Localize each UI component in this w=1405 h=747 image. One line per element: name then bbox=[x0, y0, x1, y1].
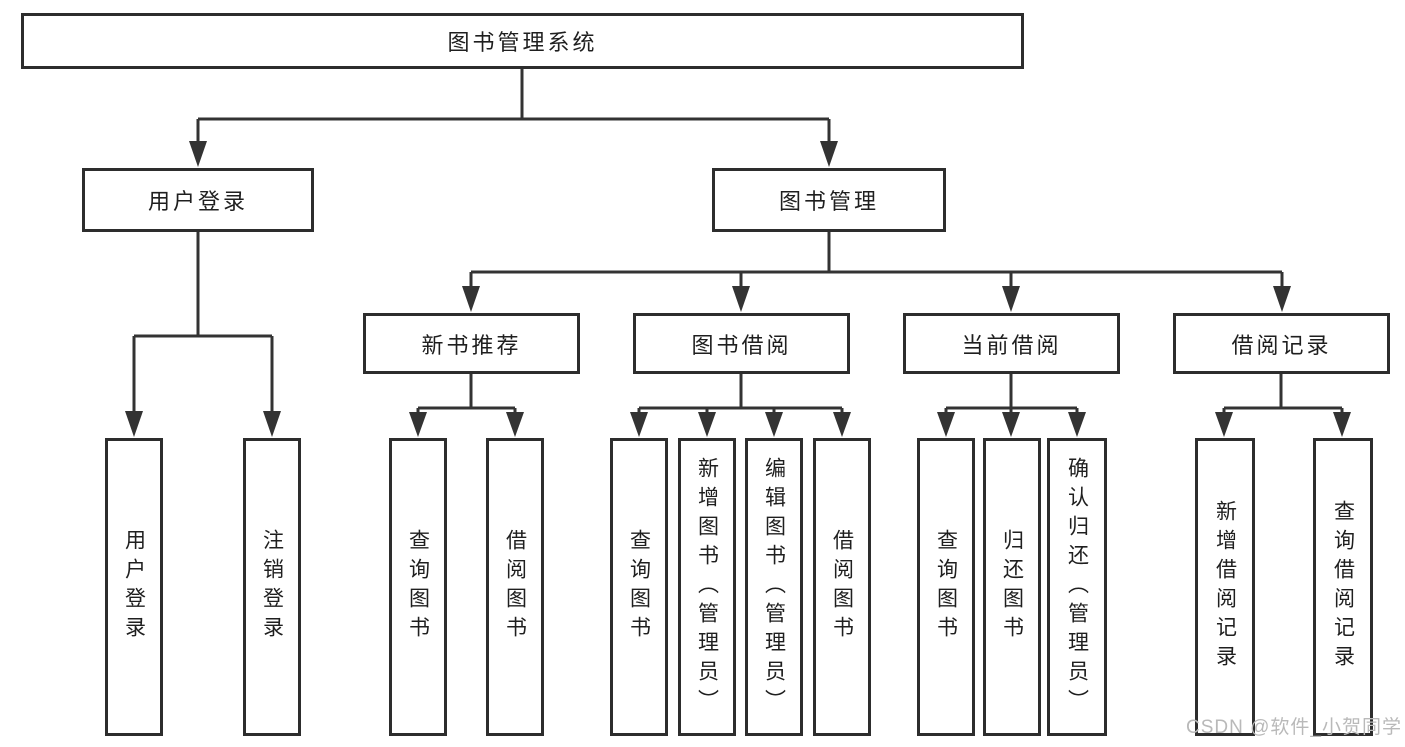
node-book-borrow: 图书借阅 bbox=[633, 313, 850, 374]
connector-root bbox=[196, 68, 831, 143]
leaf-borrow-edit-books-admin: 编辑图书（管理员） bbox=[745, 438, 803, 736]
node-user-login-label: 用户登录 bbox=[147, 189, 248, 214]
leaf-current-confirm-return-admin: 确认归还（管理员） bbox=[1047, 438, 1107, 736]
arrow-icon bbox=[630, 412, 648, 437]
node-borrow-records-label: 借阅记录 bbox=[1231, 332, 1332, 358]
arrow-icon bbox=[937, 412, 955, 437]
arrow-icon bbox=[1273, 286, 1291, 312]
node-book-management-label: 图书管理 bbox=[778, 189, 879, 214]
node-borrow-records: 借阅记录 bbox=[1173, 313, 1390, 374]
arrow-icon bbox=[698, 412, 716, 437]
arrow-icon bbox=[1002, 412, 1020, 437]
leaf-borrow-borrow-books-label: 借阅图书 bbox=[830, 529, 854, 645]
arrow-icon bbox=[1215, 412, 1233, 437]
node-root: 图书管理系统 bbox=[21, 13, 1024, 69]
leaf-current-return-books-label: 归还图书 bbox=[1000, 529, 1024, 645]
leaf-records-query-record-label: 查询借阅记录 bbox=[1331, 500, 1355, 674]
leaf-records-add-record: 新增借阅记录 bbox=[1195, 438, 1255, 736]
arrow-icon bbox=[732, 286, 750, 312]
node-user-login: 用户登录 bbox=[82, 168, 314, 232]
watermark: CSDN @软件_小贺同学 bbox=[1186, 717, 1402, 738]
node-new-book-recommend-label: 新书推荐 bbox=[421, 332, 522, 358]
leaf-borrow-borrow-books: 借阅图书 bbox=[813, 438, 871, 736]
leaf-borrow-edit-books-admin-label: 编辑图书（管理员） bbox=[762, 456, 786, 718]
node-current-borrow: 当前借阅 bbox=[903, 313, 1120, 374]
node-current-borrow-label: 当前借阅 bbox=[961, 332, 1062, 358]
leaf-recommend-query-books: 查询图书 bbox=[389, 438, 447, 736]
leaf-records-query-record: 查询借阅记录 bbox=[1313, 438, 1373, 736]
arrow-icon bbox=[189, 141, 207, 167]
node-book-borrow-label: 图书借阅 bbox=[691, 332, 792, 358]
arrow-icon bbox=[263, 411, 281, 437]
connector-current bbox=[944, 374, 1079, 414]
arrow-icon bbox=[409, 412, 427, 437]
leaf-borrow-query-books-label: 查询图书 bbox=[627, 529, 651, 645]
leaf-borrow-add-books-admin: 新增图书（管理员） bbox=[678, 438, 736, 736]
connector-borrow bbox=[637, 374, 844, 414]
leaf-recommend-borrow-books: 借阅图书 bbox=[486, 438, 544, 736]
leaf-records-add-record-label: 新增借阅记录 bbox=[1213, 500, 1237, 674]
arrow-icon bbox=[125, 411, 143, 437]
connector-recommend bbox=[416, 374, 517, 414]
leaf-borrow-add-books-admin-label: 新增图书（管理员） bbox=[695, 456, 719, 718]
leaf-current-confirm-return-admin-label: 确认归还（管理员） bbox=[1065, 456, 1089, 718]
connector-records bbox=[1222, 374, 1344, 414]
arrow-icon bbox=[506, 412, 524, 437]
leaf-current-return-books: 归还图书 bbox=[983, 438, 1041, 736]
arrow-icon bbox=[820, 141, 838, 167]
leaf-recommend-query-books-label: 查询图书 bbox=[406, 529, 430, 645]
leaf-logout: 注销登录 bbox=[243, 438, 301, 736]
arrow-icon bbox=[1333, 412, 1351, 437]
leaf-current-query-books: 查询图书 bbox=[917, 438, 975, 736]
node-new-book-recommend: 新书推荐 bbox=[363, 313, 580, 374]
leaf-user-login: 用户登录 bbox=[105, 438, 163, 736]
leaf-current-query-books-label: 查询图书 bbox=[934, 529, 958, 645]
arrow-icon bbox=[833, 412, 851, 437]
leaf-recommend-borrow-books-label: 借阅图书 bbox=[503, 529, 527, 645]
arrow-icon bbox=[462, 286, 480, 312]
arrow-icon bbox=[1068, 412, 1086, 437]
leaf-logout-label: 注销登录 bbox=[260, 529, 284, 645]
connector-user-login bbox=[132, 232, 274, 413]
node-book-management: 图书管理 bbox=[712, 168, 946, 232]
leaf-borrow-query-books: 查询图书 bbox=[610, 438, 668, 736]
arrow-icon bbox=[765, 412, 783, 437]
leaf-user-login-label: 用户登录 bbox=[122, 529, 146, 645]
connector-book-management bbox=[469, 232, 1284, 288]
arrow-icon bbox=[1002, 286, 1020, 312]
node-root-label: 图书管理系统 bbox=[447, 30, 598, 55]
